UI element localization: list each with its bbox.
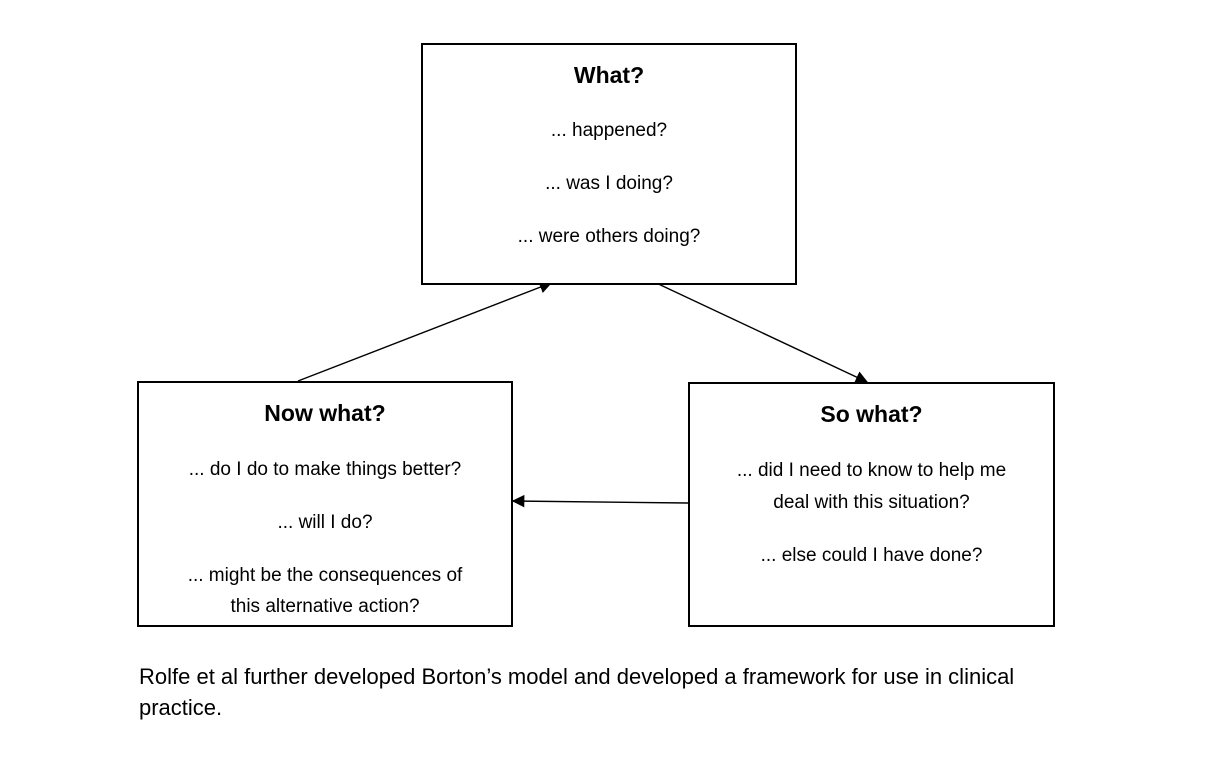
now-what-title: Now what? — [264, 400, 386, 426]
now-what-line-1: ... do I do to make things better? — [188, 459, 462, 480]
arrow-what-to-so-what — [651, 280, 869, 383]
now-what-line-2: ... will I do? — [277, 512, 373, 533]
what-line-2: ... was I doing? — [545, 173, 673, 194]
so-what-line-3: ... else could I have done? — [760, 545, 983, 566]
so-what-title: So what? — [820, 401, 923, 427]
so-what-line-2: deal with this situation? — [773, 492, 970, 513]
now-what-line-4: this alternative action? — [230, 596, 420, 617]
what-line-1: ... happened? — [550, 120, 668, 141]
arrow-so-what-to-now-what — [511, 494, 689, 508]
so-what-box: So what? ... did I need to know to help … — [688, 382, 1055, 627]
caption-text: Rolfe et al further developed Borton’s m… — [139, 664, 1015, 720]
now-what-box: Now what? ... do I do to make things bet… — [137, 381, 513, 627]
what-box: What? ... happened? ... was I doing? ...… — [421, 43, 797, 285]
arrow-now-what-to-what — [297, 281, 553, 382]
what-title: What? — [573, 62, 645, 88]
now-what-line-3: ... might be the consequences of — [187, 565, 463, 586]
what-line-3: ... were others doing? — [517, 226, 701, 247]
so-what-line-1: ... did I need to know to help me — [736, 460, 1007, 481]
